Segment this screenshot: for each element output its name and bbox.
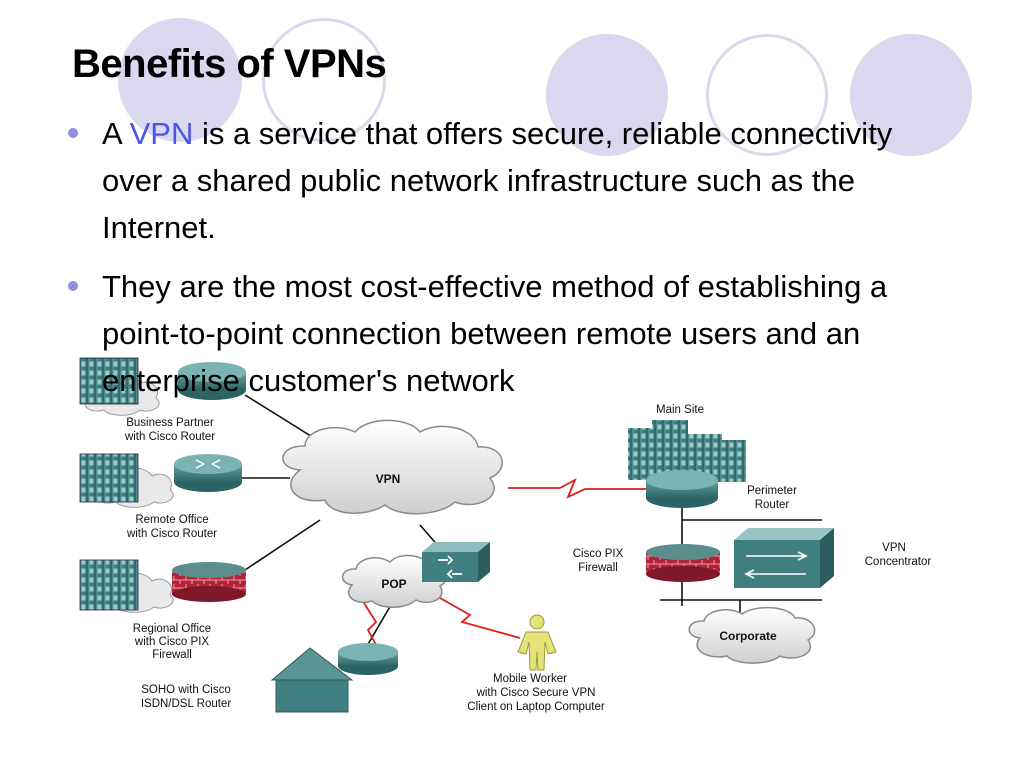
bullet-1-text: is a service that offers secure, reliabl… <box>102 116 893 245</box>
regional-office-site: Regional Office with Cisco PIX Firewall <box>79 559 246 661</box>
soho-label-1: SOHO with Cisco <box>141 684 230 696</box>
remote-office-label-1: Remote Office <box>135 514 208 526</box>
business-partner-label-1: Business Partner <box>126 417 214 429</box>
vpn-cloud-label: VPN <box>376 472 401 486</box>
bullet-1: A VPN is a service that offers secure, r… <box>102 110 922 251</box>
decor-circle-3 <box>850 34 972 156</box>
corporate-cloud: Corporate <box>688 606 816 664</box>
pix-firewall-label-2: Firewall <box>578 562 618 574</box>
vpn-link[interactable]: VPN <box>129 116 194 151</box>
business-partner-label-2: with Cisco Router <box>124 431 215 443</box>
bullet-1-prefix: A <box>102 116 130 151</box>
perimeter-router-label-2: Router <box>755 499 790 511</box>
slide-title: Benefits of VPNs <box>72 42 387 86</box>
decor-ring-1 <box>262 18 386 142</box>
vpn-concentrator: VPN Concentrator <box>734 528 931 588</box>
bullet-marker-1 <box>68 128 78 138</box>
pix-firewall-label-1: Cisco PIX <box>573 548 624 560</box>
pop-switch <box>422 542 490 582</box>
pop-cloud: POP <box>342 554 448 608</box>
regional-office-label-3: Firewall <box>152 649 192 661</box>
mobile-worker-label-3: Client on Laptop Computer <box>467 701 605 713</box>
mobile-worker-label-1: Mobile Worker <box>493 673 567 685</box>
main-site-label: Main Site <box>656 404 704 416</box>
remote-office-label-2: with Cisco Router <box>126 528 217 540</box>
bullet-2-text: They are the most cost-effective method … <box>102 269 888 398</box>
regional-office-label-1: Regional Office <box>133 623 211 635</box>
vpn-concentrator-label-1: VPN <box>882 542 906 554</box>
perimeter-router-label-1: Perimeter <box>747 485 797 497</box>
vpn-concentrator-label-2: Concentrator <box>865 556 932 568</box>
soho-label-2: ISDN/DSL Router <box>141 698 231 710</box>
vpn-cloud: VPN <box>282 419 503 515</box>
corporate-cloud-label: Corporate <box>719 629 777 643</box>
mobile-worker: Mobile Worker with Cisco Secure VPN Clie… <box>467 614 605 713</box>
main-pix-firewall: Cisco PIX Firewall <box>573 544 720 582</box>
soho-site: SOHO with Cisco ISDN/DSL Router <box>141 643 398 713</box>
regional-office-label-2: with Cisco PIX <box>134 636 209 648</box>
remote-office-site: Remote Office with Cisco Router <box>79 453 242 540</box>
main-site: Main Site Perimeter Router <box>628 404 797 511</box>
pop-cloud-label: POP <box>381 577 406 591</box>
decor-circle-2 <box>546 34 668 156</box>
bullet-marker-2 <box>68 281 78 291</box>
decor-circle-1 <box>118 18 242 142</box>
bullet-2: They are the most cost-effective method … <box>102 263 922 404</box>
decor-ring-2 <box>706 34 828 156</box>
mobile-worker-label-2: with Cisco Secure VPN <box>476 687 596 699</box>
business-partner-site: Business Partner with Cisco Router <box>79 357 246 443</box>
